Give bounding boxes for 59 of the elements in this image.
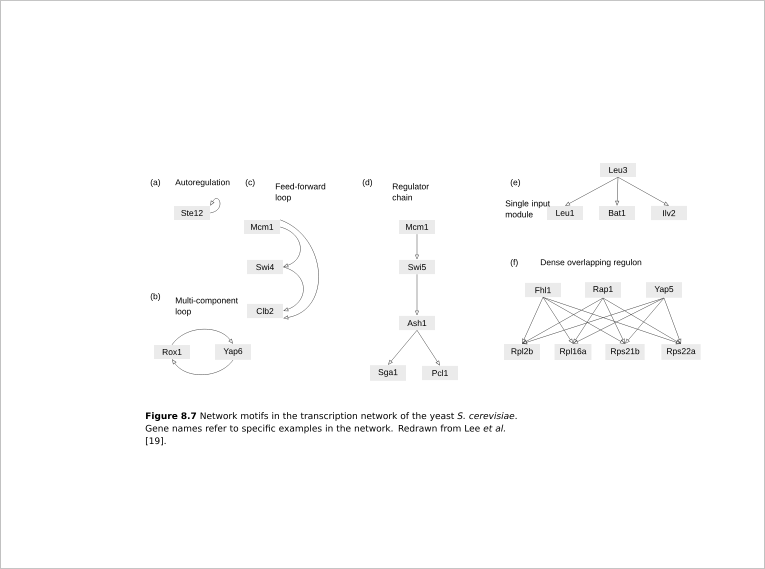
- gene-box: Rps21b: [605, 344, 645, 360]
- arrow: [415, 274, 419, 316]
- arrow: [625, 298, 664, 344]
- gene-box: Mcm1: [399, 220, 435, 234]
- panel-label: Multi-component loop: [176, 297, 238, 316]
- arrow: [542, 297, 681, 344]
- gene-box: Sga1: [370, 365, 406, 381]
- arrow: [542, 297, 573, 344]
- arrow: [573, 298, 604, 344]
- gene-box: Rox1: [154, 345, 190, 359]
- gene-box: Leu3: [600, 162, 636, 177]
- gene-box: Fhl1: [525, 282, 561, 298]
- figure-caption: Figure 8.7 Network motifs in the transcription network of the yeast S. cerevisiae. Gene names refer to specific examples in the network. Redrawn from Lee et al. [19].: [146, 412, 517, 446]
- arrow: [542, 297, 625, 344]
- panel-label: Regulator chain: [392, 183, 429, 200]
- arrow: [615, 176, 620, 206]
- arrow: [573, 298, 664, 344]
- gene-box: Rps22a: [661, 344, 701, 360]
- arrow: [522, 298, 604, 344]
- gene-box: Rpl16a: [554, 344, 592, 360]
- panel-label: (f): [510, 259, 518, 267]
- panel-label: Feed-forward loop: [276, 183, 326, 202]
- gene-box: Yap5: [646, 282, 682, 298]
- arrow: [602, 298, 681, 344]
- arrow: [602, 298, 625, 344]
- panel-label: (a): [150, 179, 160, 187]
- gene-box: Swi5: [399, 260, 435, 274]
- arrow: [388, 330, 418, 365]
- panel-label: Autoregulation: [175, 179, 230, 187]
- arrow: [210, 198, 220, 214]
- panel-label: (b): [150, 293, 160, 301]
- gene-box: Ilv2: [651, 206, 687, 220]
- gene-box: Swi4: [247, 260, 283, 274]
- panel-label: Dense overlapping regulon: [540, 259, 642, 267]
- panel-label: (c): [246, 179, 255, 187]
- arrow: [522, 297, 544, 344]
- gene-box: Mcm1: [244, 220, 280, 234]
- arrow: [172, 328, 233, 346]
- gene-box: Leu1: [547, 206, 583, 220]
- gene-box: Ste12: [174, 206, 210, 220]
- panel-label: (d): [362, 179, 372, 187]
- arrow: [664, 298, 682, 344]
- arrow: [280, 226, 301, 268]
- gene-box: Pcl1: [422, 366, 458, 380]
- gene-box: Ash1: [399, 316, 435, 330]
- arrow: [416, 330, 440, 366]
- gene-box: Rap1: [585, 282, 621, 298]
- gene-box: Yap6: [215, 344, 251, 360]
- arrow: [172, 359, 234, 376]
- gene-box: Bat1: [599, 206, 635, 220]
- arrow: [565, 176, 618, 206]
- arrow: [522, 298, 664, 344]
- arrow: [282, 266, 304, 312]
- arrow: [618, 176, 669, 206]
- gene-box: Clb2: [247, 304, 283, 318]
- panel-label: (e): [510, 179, 520, 187]
- arrow: [415, 234, 419, 260]
- gene-box: Rpl2b: [504, 344, 540, 360]
- arrow: [280, 220, 319, 320]
